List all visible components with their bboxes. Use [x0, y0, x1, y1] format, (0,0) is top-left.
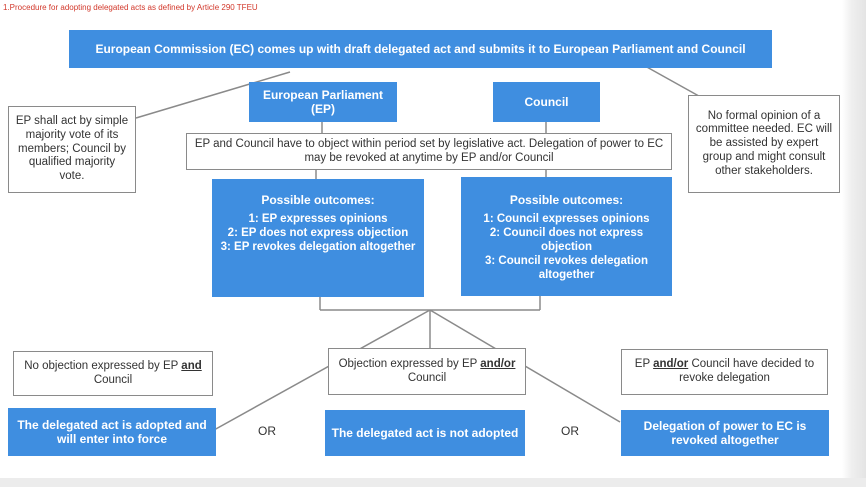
- ep-outcomes-title: Possible outcomes:: [261, 193, 375, 207]
- ep-outcomes-box: Possible outcomes: 1: EP expresses opini…: [212, 179, 424, 297]
- objection-pre: Objection expressed by EP: [338, 357, 481, 370]
- page-edge-bottom: [0, 478, 866, 487]
- no-objection-post: Council: [93, 373, 133, 386]
- ep-outcome-2: 2: EP does not express objection: [227, 227, 409, 240]
- european-parliament-box: European Parliament (EP): [249, 82, 397, 122]
- council-outcome-1: 1: Council expresses opinions: [483, 213, 650, 226]
- objection-box: Objection expressed by EP and/or Council: [328, 348, 526, 395]
- objection-period-text: EP and Council have to object within per…: [194, 137, 664, 164]
- revoke-decision-box: EP and/or Council have decided to revoke…: [621, 349, 828, 395]
- act-adopted-box: The delegated act is adopted and will en…: [8, 408, 216, 456]
- act-not-adopted-box: The delegated act is not adopted: [325, 410, 525, 456]
- act-not-adopted-text: The delegated act is not adopted: [331, 425, 519, 440]
- no-objection-box: No objection expressed by EP and Council: [13, 351, 213, 396]
- council-outcomes-title: Possible outcomes:: [509, 193, 624, 207]
- no-objection-emph: and: [181, 359, 202, 372]
- connector-top-right-note: [644, 65, 707, 101]
- ep-outcome-3: 3: EP revokes delegation altogether: [220, 240, 416, 253]
- figure-caption: 1.Procedure for adopting delegated acts …: [3, 3, 258, 12]
- page-edge-shadow: [842, 0, 866, 487]
- delegation-revoked-box: Delegation of power to EC is revoked alt…: [621, 410, 829, 456]
- council-outcome-2: 2: Council does not express objection: [489, 227, 644, 253]
- revoke-pre: EP: [634, 358, 654, 371]
- objection-emph: and/or: [480, 357, 516, 370]
- ec-draft-text: European Commission (EC) comes up with d…: [95, 41, 746, 56]
- objection-text: Objection expressed by EP and/or Council: [335, 358, 519, 386]
- objection-post: Council: [407, 371, 447, 384]
- revoke-post: Council have decided to revoke delegatio…: [679, 358, 815, 384]
- no-objection-pre: No objection expressed by EP: [24, 359, 182, 372]
- revoke-decision-text: EP and/or Council have decided to revoke…: [628, 358, 821, 386]
- or-label-right: OR: [561, 424, 579, 438]
- or-label-left: OR: [258, 424, 276, 438]
- ep-outcome-1: 1: EP expresses opinions: [248, 213, 388, 226]
- delegation-revoked-text: Delegation of power to EC is revoked alt…: [643, 418, 807, 447]
- committee-note: No formal opinion of a committee needed.…: [688, 95, 840, 193]
- objection-period-box: EP and Council have to object within per…: [186, 133, 672, 170]
- council-outcomes-box: Possible outcomes: 1: Council expresses …: [461, 177, 672, 296]
- ec-draft-box: European Commission (EC) comes up with d…: [69, 30, 772, 68]
- committee-note-text: No formal opinion of a committee needed.…: [695, 109, 833, 177]
- connector-top-left-note: [135, 71, 291, 119]
- council-outcome-3: 3: Council revokes delegation altogether: [485, 254, 648, 281]
- act-adopted-text: The delegated act is adopted and will en…: [17, 417, 207, 446]
- voting-rules-note: EP shall act by simple majority vote of …: [8, 106, 136, 193]
- council-box: Council: [493, 82, 600, 122]
- european-parliament-label: European Parliament (EP): [262, 87, 384, 116]
- council-label: Council: [524, 94, 569, 109]
- no-objection-text: No objection expressed by EP and Council: [20, 360, 206, 388]
- voting-rules-text: EP shall act by simple majority vote of …: [15, 115, 129, 183]
- revoke-emph: and/or: [653, 358, 689, 371]
- connector-merge-left: [213, 309, 431, 431]
